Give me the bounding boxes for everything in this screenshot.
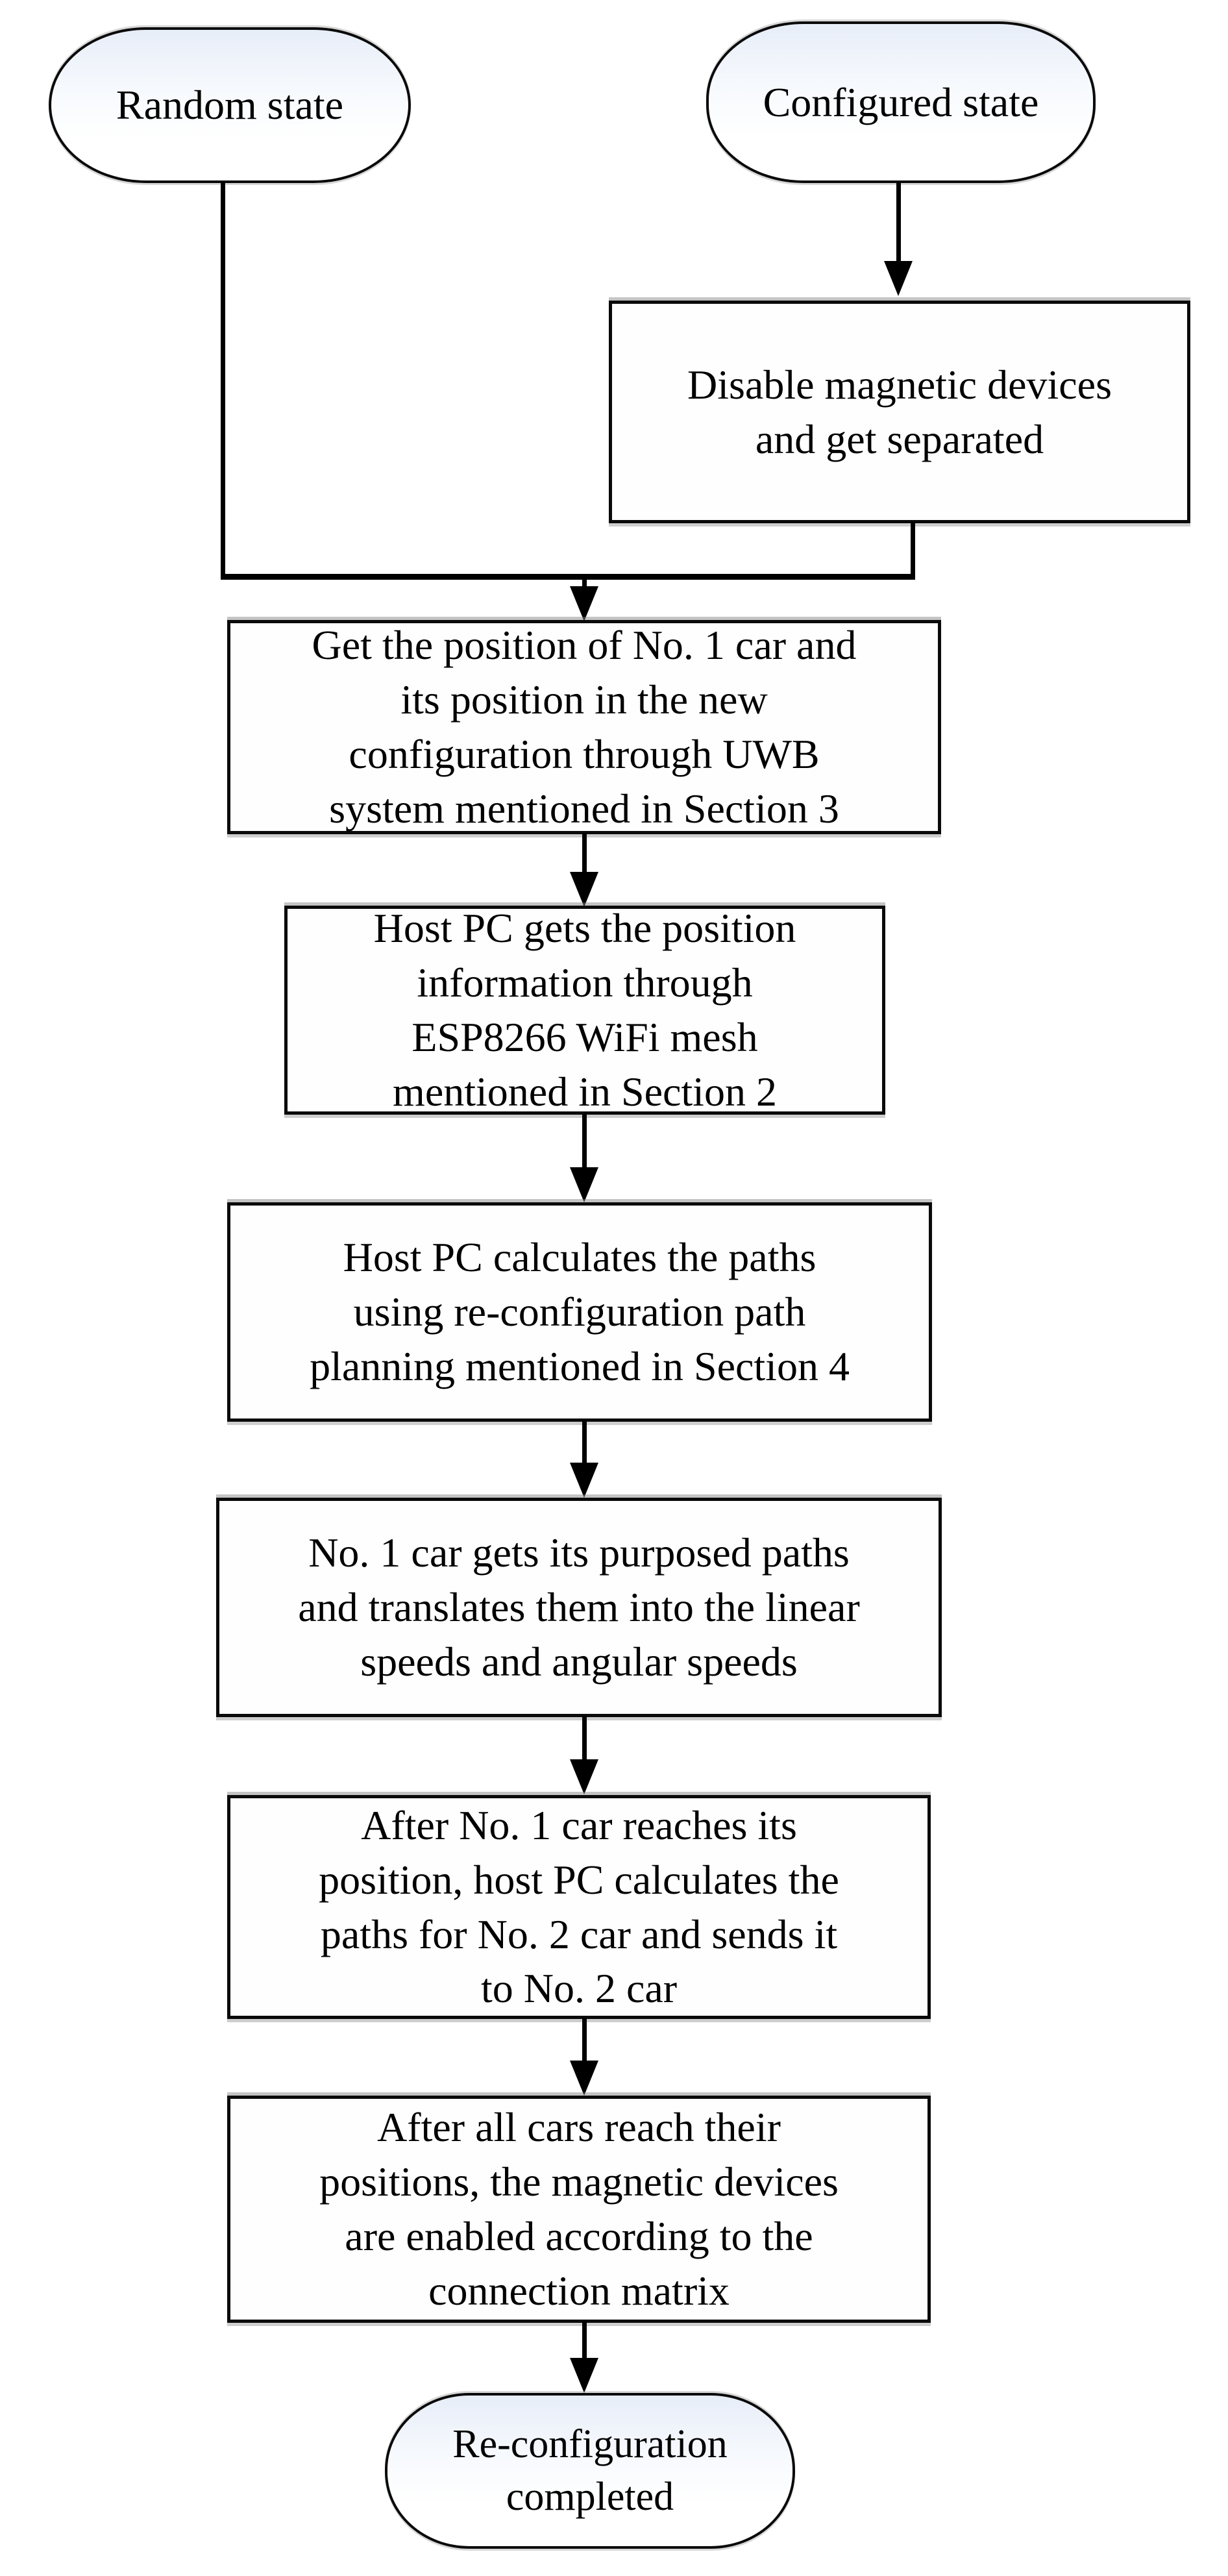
node-enable-magnets: After all cars reach their positions, th… [227, 2096, 931, 2323]
arrowhead-down-icon [570, 586, 598, 621]
arrowhead-down-icon [570, 2061, 598, 2096]
connector-car2-to-magnets [582, 2018, 587, 2063]
connector-merge-to-get-position [582, 578, 587, 591]
connector-car1-to-car2 [582, 1716, 587, 1763]
connector-get-position-to-mesh [582, 833, 587, 874]
node-disable-magnetic-devices: Disable magnetic devices and get separat… [609, 301, 1190, 523]
connector-mesh-to-paths [582, 1113, 587, 1170]
connector-configured-to-disable [896, 182, 901, 266]
node-car2-paths: After No. 1 car reaches its position, ho… [227, 1795, 931, 2019]
node-random-state: Random state [49, 27, 411, 183]
arrowhead-down-icon [570, 1759, 598, 1794]
node-get-position: Get the position of No. 1 car and its po… [227, 620, 941, 834]
arrowhead-down-icon [570, 872, 598, 907]
connector-magnets-to-completed [582, 2322, 587, 2360]
node-reconfiguration-completed: Re-configuration completed [385, 2393, 795, 2549]
connector-paths-to-car1 [582, 1420, 587, 1466]
node-car1-speeds: No. 1 car gets its purposed paths and tr… [216, 1498, 942, 1717]
connector-random-down [221, 182, 225, 576]
arrowhead-down-icon [570, 1463, 598, 1498]
node-host-pc-paths: Host PC calculates the paths using re-co… [227, 1202, 932, 1422]
node-host-pc-mesh: Host PC gets the position information th… [284, 905, 885, 1115]
connector-merge-horizontal [221, 574, 915, 580]
node-configured-state: Configured state [706, 21, 1096, 183]
arrowhead-down-icon [570, 1167, 598, 1202]
arrowhead-down-icon [884, 261, 913, 296]
connector-disable-down [911, 522, 915, 576]
arrowhead-down-icon [570, 2358, 598, 2393]
